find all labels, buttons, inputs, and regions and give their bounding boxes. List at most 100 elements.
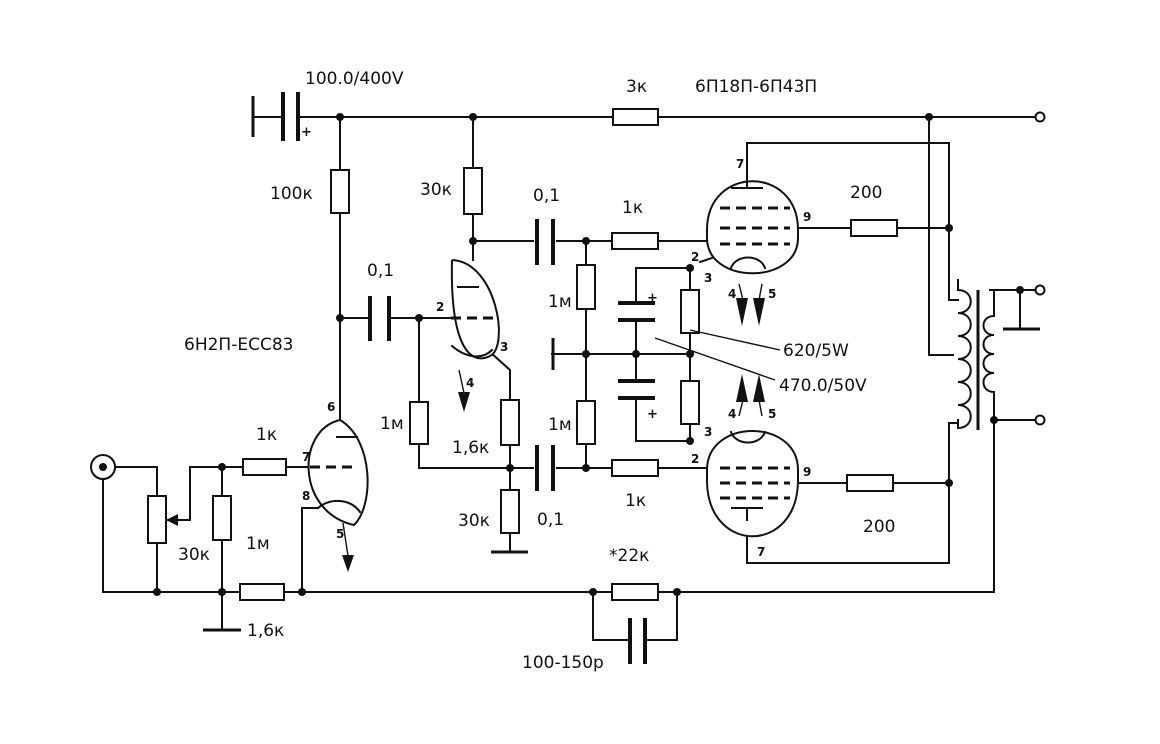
label-200-top: 200: [850, 183, 882, 203]
pin-out1-plate: 7: [736, 157, 744, 171]
terminal-out-minus: [1034, 414, 1046, 426]
pin-out2-screen: 9: [803, 465, 811, 479]
cap-cathode-bottom-plus: +: [647, 407, 658, 422]
pin-ph-grid: 2: [436, 300, 444, 314]
heater-arrow-out2-a: [736, 374, 748, 402]
label-1-6k-cathode: 1,6к: [452, 438, 489, 458]
pin-out2-grid: 2: [691, 452, 699, 466]
label-output-tubes: 6П18П-6П43П: [695, 77, 817, 97]
label-1m-top: 1м: [548, 292, 572, 312]
phase-inverter-tube: 2 3 4: [436, 259, 508, 412]
resistor-1m-left: [409, 401, 429, 445]
resistor-200-top: [850, 219, 898, 237]
resistor-1-6k-cathode: [500, 399, 520, 446]
pin-out2-plate: 7: [757, 545, 765, 559]
capacitors: + +: [368, 219, 658, 664]
label-100k: 100к: [270, 184, 313, 204]
cap-coupling-top: [535, 219, 555, 265]
pot-wiper-arrow: [166, 514, 178, 526]
resistor-1m-top: [576, 264, 596, 310]
pin-ph-cathode: 3: [500, 340, 508, 354]
resistor-100k: [330, 169, 350, 214]
cap-input-coupling: [368, 296, 391, 341]
transformer-secondary: [982, 314, 996, 394]
label-22k: *22к: [609, 546, 649, 566]
label-620: 620/5W: [783, 341, 849, 361]
label-coupling-top: 0,1: [533, 186, 560, 206]
label-1m-mid: 1м: [548, 415, 572, 435]
resistor-200-bottom: [846, 474, 894, 492]
supply-cap-plus: +: [301, 125, 312, 140]
cap-cathode-bottom: [618, 379, 655, 400]
input-jack-center: [99, 463, 107, 471]
component-labels: 100.0/400V 3к 6П18П-6П43П 100к 30к 0,1 1…: [178, 69, 895, 673]
label-1m-left: 1м: [380, 414, 404, 434]
resistor-620-lower: [680, 380, 700, 425]
output-transformer: [956, 279, 996, 430]
terminal-ht: [1034, 111, 1046, 123]
label-supply-res: 3к: [626, 77, 647, 97]
label-input-coupling: 0,1: [367, 261, 394, 281]
label-1-6k-bottom: 1,6к: [247, 621, 284, 641]
resistors: [147, 108, 898, 601]
label-1k-bottom: 1к: [625, 491, 646, 511]
cap-cathode-top-plus: +: [647, 291, 658, 306]
resistor-3k: [612, 108, 659, 126]
resistor-22k-feedback: [611, 583, 659, 601]
cap-feedback: [628, 618, 647, 664]
pin-out1-h1: 4: [728, 287, 736, 301]
pin-in-plate: 6: [327, 400, 335, 414]
potentiometer-30k: [147, 495, 167, 544]
terminal-out-plus: [1034, 284, 1046, 296]
supply-capacitor: +: [251, 92, 312, 141]
pin-out2-h1: 4: [728, 407, 736, 421]
grounds: [203, 327, 1040, 632]
terminals: [90, 111, 1046, 480]
cap-cathode-top: [618, 301, 655, 322]
resistor-30k-plate: [463, 167, 483, 215]
transformer-primary: [956, 288, 972, 430]
label-pot-30k: 30к: [178, 545, 210, 565]
input-tube: 6 7 8 5: [302, 400, 369, 572]
resistor-1-6k-bottom: [239, 583, 285, 601]
heater-arrow-input: [342, 555, 354, 572]
heater-arrow-out2-b: [753, 374, 765, 402]
label-30k-bottom: 30к: [458, 511, 490, 531]
label-supply-cap: 100.0/400V: [305, 69, 404, 89]
pin-out1-cathode: 3: [704, 271, 712, 285]
label-470: 470.0/50V: [779, 376, 867, 396]
resistor-1m-input: [212, 495, 232, 541]
heater-arrow-out1-a: [736, 298, 748, 326]
resistor-1k-grid-bottom: [611, 459, 659, 477]
pin-out1-grid: 2: [691, 250, 699, 264]
label-feedback-cap: 100-150р: [522, 653, 604, 673]
pin-out1-screen: 9: [803, 210, 811, 224]
label-coupling-bottom: 0,1: [537, 510, 564, 530]
resistor-30k-bottom: [500, 489, 520, 534]
pin-ph-heater: 4: [466, 376, 474, 390]
label-1m-input: 1м: [246, 534, 270, 554]
pin-out2-cathode: 3: [704, 425, 712, 439]
cap-coupling-bottom: [535, 445, 555, 491]
output-tube-2: 7 9 2 3 4 5: [691, 374, 811, 559]
resistor-1k-input: [242, 458, 287, 476]
leader-620: [689, 329, 781, 351]
pin-out2-h2: 5: [768, 407, 776, 421]
label-1k-top: 1к: [622, 198, 643, 218]
wires: [102, 116, 1037, 641]
heater-arrow-phase: [458, 392, 470, 412]
label-input-tube: 6Н2П-ECC83: [184, 335, 293, 355]
resistor-1k-grid-top: [611, 232, 659, 250]
label-200-bottom: 200: [863, 517, 895, 537]
pin-in-heater: 5: [336, 527, 344, 541]
output-tube-1: 7 9 2 3 4 5: [691, 157, 811, 326]
leader-470: [654, 337, 776, 381]
junctions: [153, 113, 1024, 596]
pin-in-cathode: 8: [302, 489, 310, 503]
resistor-1m-mid: [576, 400, 596, 445]
label-1k-input: 1к: [256, 425, 277, 445]
resistor-620: [680, 289, 700, 334]
heater-arrow-out1-b: [753, 298, 765, 326]
pin-in-grid: 7: [302, 450, 310, 464]
